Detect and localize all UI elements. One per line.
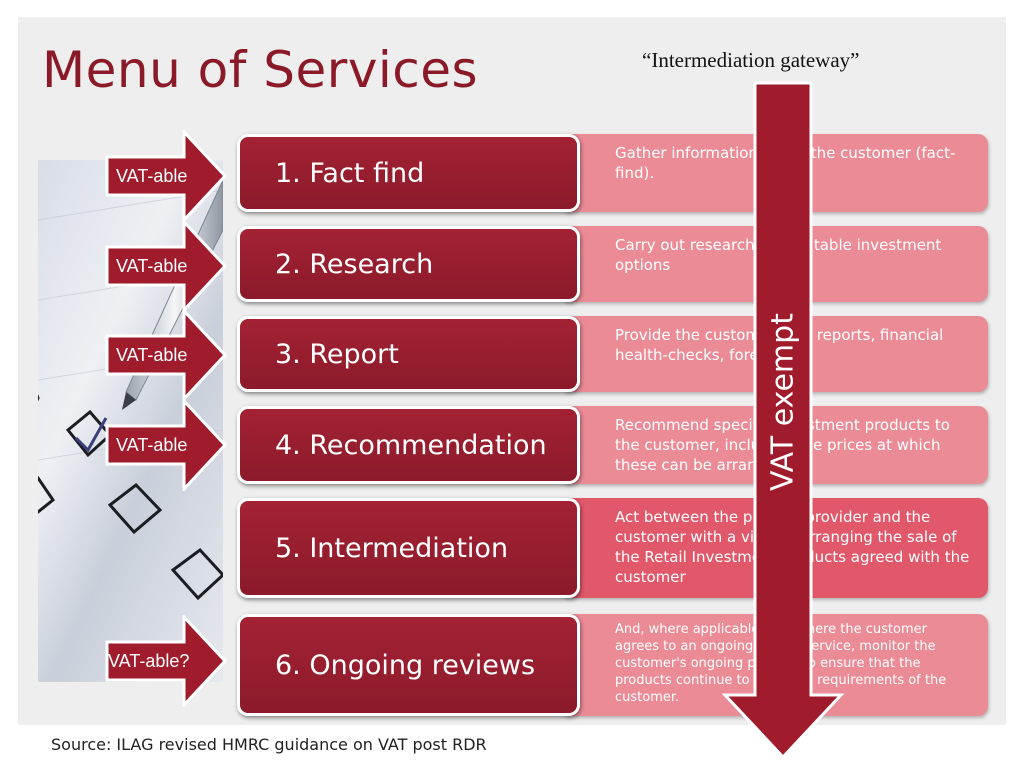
step-label: 4. Recommendation — [275, 429, 547, 461]
vat-exempt-label: VAT exempt — [765, 313, 801, 491]
vat-exempt-arrow — [721, 81, 845, 760]
vat-label: VAT-able — [116, 434, 188, 455]
vat-able-arrow: VAT-able — [105, 399, 229, 491]
step-label: 2. Research — [275, 248, 434, 280]
vat-able-arrow: VAT-able? — [105, 615, 229, 707]
vat-label: VAT-able — [116, 344, 188, 365]
step-fact-find: 1. Fact find — [237, 134, 580, 212]
vat-able-arrow: VAT-able — [105, 309, 229, 401]
vat-able-arrow: VAT-able — [105, 220, 229, 312]
step-recommendation: 4. Recommendation — [237, 406, 580, 484]
vat-label: VAT-able? — [108, 650, 190, 671]
vat-label: VAT-able — [116, 255, 188, 276]
step-label: 6. Ongoing reviews — [275, 649, 536, 681]
vat-able-arrow: VAT-able — [105, 130, 229, 222]
step-ongoing-reviews: 6. Ongoing reviews — [237, 614, 580, 716]
vat-label: VAT-able — [116, 165, 188, 186]
step-report: 3. Report — [237, 316, 580, 392]
gateway-label: “Intermediation gateway” — [642, 48, 860, 72]
step-label: 1. Fact find — [275, 157, 425, 189]
step-intermediation: 5. Intermediation — [237, 498, 580, 598]
step-research: 2. Research — [237, 226, 580, 302]
step-label: 5. Intermediation — [275, 532, 509, 564]
step-label: 3. Report — [275, 338, 399, 370]
page-title: Menu of Services — [42, 41, 479, 99]
source-note: Source: ILAG revised HMRC guidance on VA… — [51, 735, 487, 754]
